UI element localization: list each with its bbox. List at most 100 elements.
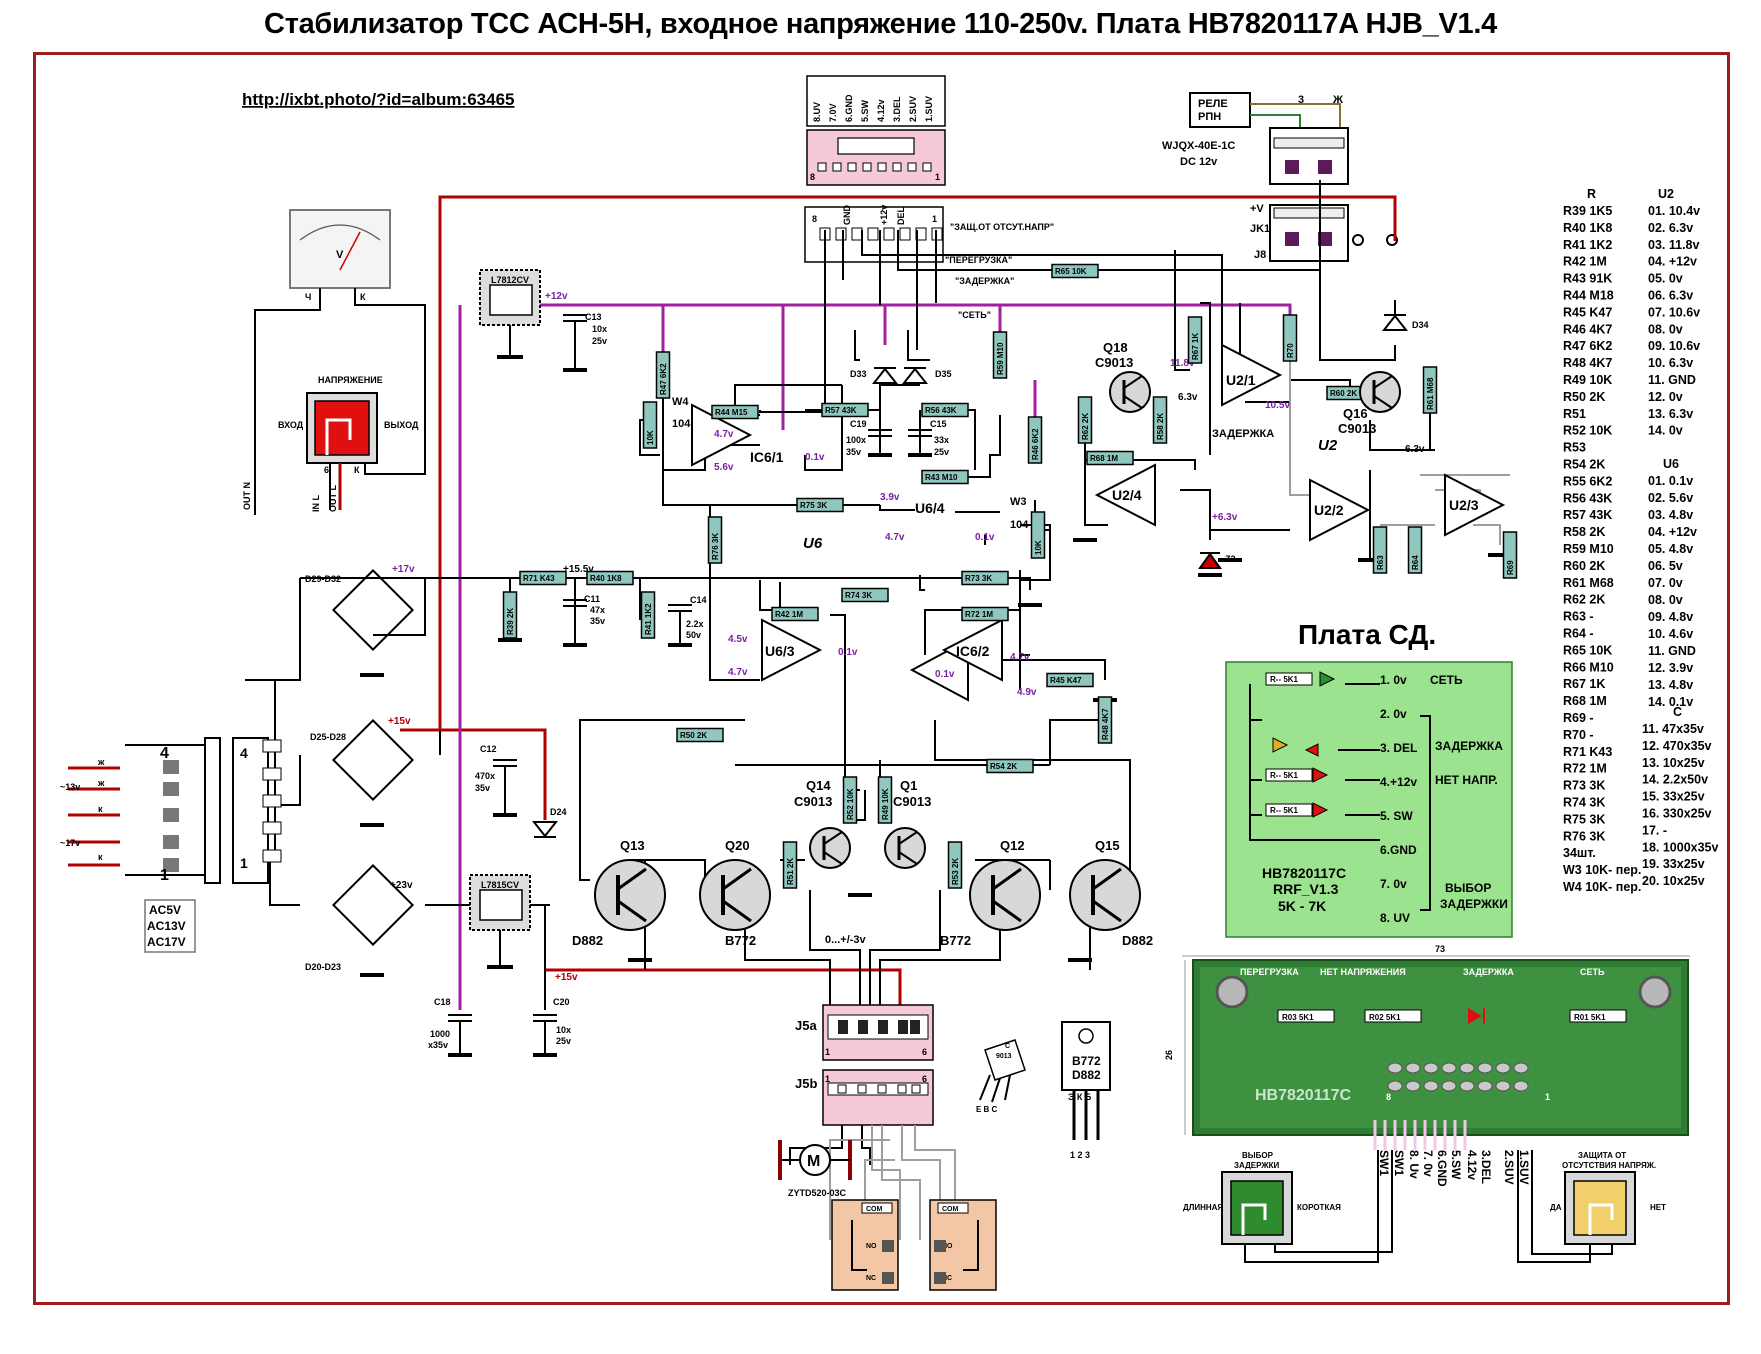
resistor-label: R62 2K bbox=[1081, 413, 1090, 440]
svg-text:AC5V: AC5V bbox=[149, 903, 181, 917]
svg-text:5K - 7K: 5K - 7K bbox=[1278, 898, 1326, 914]
svg-text:8: 8 bbox=[1386, 1092, 1391, 1102]
svg-text:+6.3v: +6.3v bbox=[1212, 512, 1238, 523]
resistor-r62: R62 2K bbox=[1077, 396, 1093, 444]
pin-label: 5.SW bbox=[860, 99, 870, 122]
svg-text:ОТСУТСТВИЯ НАПРЯЖ.: ОТСУТСТВИЯ НАПРЯЖ. bbox=[1562, 1161, 1656, 1170]
svg-text:U2: U2 bbox=[1318, 437, 1338, 454]
svg-text:C12: C12 bbox=[480, 744, 497, 754]
resistor-r68: R68 1M bbox=[1086, 450, 1134, 466]
c_table-header: C bbox=[1673, 705, 1682, 719]
r_table-row: R69 - bbox=[1563, 711, 1594, 725]
svg-text:0.1v: 0.1v bbox=[838, 647, 858, 658]
resistor-label: R56 43K bbox=[925, 406, 957, 415]
c_table-row: 20. 10x25v bbox=[1642, 874, 1705, 888]
svg-text:НЕТ НАПР.: НЕТ НАПР. bbox=[1435, 773, 1498, 787]
svg-text:J5b: J5b bbox=[795, 1076, 817, 1091]
q12-symbol bbox=[969, 859, 1041, 931]
wire-label: 8. Uv bbox=[1407, 1150, 1421, 1179]
svg-text:IC6/1: IC6/1 bbox=[750, 449, 784, 465]
svg-text:C14: C14 bbox=[690, 595, 707, 605]
pin-pad bbox=[892, 162, 902, 172]
svg-text:U6/4: U6/4 bbox=[915, 500, 945, 516]
c_table-row: 12. 470x35v bbox=[1642, 739, 1712, 753]
u6_table-row: 01. 0.1v bbox=[1648, 474, 1693, 488]
svg-text:W3: W3 bbox=[1010, 496, 1027, 508]
r_table-row: R42 1M bbox=[1563, 255, 1607, 269]
svg-text:"ЗАДЕРЖКА": "ЗАДЕРЖКА" bbox=[955, 276, 1014, 286]
led-board-pin: 3. DEL bbox=[1380, 741, 1417, 755]
svg-text:10x: 10x bbox=[556, 1025, 571, 1035]
svg-text:C18: C18 bbox=[434, 997, 451, 1007]
c_table-row: 16. 330x25v bbox=[1642, 807, 1712, 821]
pcb-pad bbox=[1387, 1062, 1403, 1074]
r_table-row: R76 3K bbox=[1563, 829, 1605, 843]
svg-text:ДЛИННАЯ: ДЛИННАЯ bbox=[1183, 1203, 1223, 1212]
svg-text:104: 104 bbox=[672, 418, 691, 430]
led-icon bbox=[1319, 671, 1336, 687]
u6_table-row: 02. 5.6v bbox=[1648, 491, 1693, 505]
protect-connector: 8 GND +12v DEL 1 "ЗАЩ.ОТ ОТСУТ.НАПР" bbox=[804, 205, 1054, 263]
svg-text:C: C bbox=[1005, 1043, 1010, 1050]
q18-symbol bbox=[1109, 371, 1151, 413]
svg-text:1: 1 bbox=[240, 855, 248, 871]
wire-label: SW1 bbox=[1392, 1150, 1406, 1176]
album-link[interactable]: http://ixbt.photo/?id=album:63465 bbox=[242, 90, 514, 109]
svg-text:КОРОТКАЯ: КОРОТКАЯ bbox=[1297, 1203, 1341, 1212]
svg-text:6.3v: 6.3v bbox=[1405, 444, 1425, 455]
r_table-row: R72 1M bbox=[1563, 762, 1607, 776]
svg-text:ЗАДЕРЖКИ: ЗАДЕРЖКИ bbox=[1234, 1161, 1279, 1170]
svg-text:~17v: ~17v bbox=[60, 838, 80, 848]
resistor-label: R49 10K bbox=[881, 788, 890, 820]
svg-text:0.1v: 0.1v bbox=[805, 452, 825, 463]
svg-text:D882: D882 bbox=[1122, 933, 1153, 948]
svg-text:ВЫБОР: ВЫБОР bbox=[1242, 1151, 1274, 1160]
resistor-r70: R70 bbox=[1282, 314, 1298, 362]
r_table-row: R43 91K bbox=[1563, 272, 1612, 286]
q1-symbol bbox=[884, 827, 926, 869]
resistor-label: R45 K47 bbox=[1050, 676, 1082, 685]
led-board-pin: 7. 0v bbox=[1380, 877, 1407, 891]
svg-text:5.6v: 5.6v bbox=[714, 462, 734, 473]
resistor-label: R47 6K2 bbox=[659, 363, 668, 395]
svg-text:OUT N: OUT N bbox=[242, 482, 252, 510]
svg-text:1000: 1000 bbox=[430, 1029, 450, 1039]
resistor-r54: R54 2K bbox=[986, 758, 1034, 774]
resistor-r72: R72 1M bbox=[961, 606, 1009, 622]
pcb-pad bbox=[1441, 1062, 1457, 1074]
resistor-r67: R67 1K bbox=[1187, 316, 1203, 364]
svg-text:U2/1: U2/1 bbox=[1226, 372, 1256, 388]
resistor-r74: R74 3K bbox=[841, 587, 889, 603]
svg-text:6: 6 bbox=[922, 1074, 927, 1084]
svg-text:ВХОД: ВХОД bbox=[278, 420, 304, 430]
r_table-row: R49 10K bbox=[1563, 373, 1612, 387]
resistor-label: R75 3K bbox=[800, 501, 827, 510]
pin-pad bbox=[907, 162, 917, 172]
svg-text:8: 8 bbox=[810, 172, 815, 182]
svg-text:ж: ж bbox=[97, 778, 105, 788]
svg-text:NC: NC bbox=[942, 1275, 952, 1282]
svg-text:x35v: x35v bbox=[428, 1040, 448, 1050]
svg-text:К: К bbox=[360, 292, 366, 302]
svg-text:Ж: Ж bbox=[1332, 94, 1343, 106]
u2_table-row: 14. 0v bbox=[1648, 424, 1683, 438]
pin-label: 1.SUV bbox=[924, 96, 934, 122]
svg-text:GND: GND bbox=[842, 205, 852, 226]
voltage-annotations: 4.7v 5.6v 0.1v 3.9v 4.7v 0.1v 11.8v 6.3v… bbox=[714, 358, 1425, 946]
svg-text:"СЕТЬ": "СЕТЬ" bbox=[958, 310, 991, 320]
svg-text:к: к bbox=[98, 852, 103, 862]
u2_table-row: 10. 6.3v bbox=[1648, 356, 1693, 370]
svg-text:R02 5K1: R02 5K1 bbox=[1369, 1013, 1401, 1022]
diodes: D33 D35 D34 D24 Z2 bbox=[531, 314, 1429, 838]
resistor-label: R42 1M bbox=[775, 610, 803, 619]
resistor-label: R72 1M bbox=[965, 610, 993, 619]
svg-text:Q14: Q14 bbox=[806, 778, 831, 793]
resistor-label: R39 2K bbox=[506, 608, 515, 635]
resistor-r49: R49 10K bbox=[877, 776, 893, 824]
r_table-row: R74 3K bbox=[1563, 796, 1605, 810]
wire-label: 7. 0v bbox=[1421, 1150, 1435, 1177]
svg-text:AC17V: AC17V bbox=[147, 935, 186, 949]
svg-text:C9013: C9013 bbox=[893, 794, 931, 809]
r_table-row: R66 M10 bbox=[1563, 660, 1614, 674]
resistor-label: R43 M10 bbox=[925, 473, 958, 482]
